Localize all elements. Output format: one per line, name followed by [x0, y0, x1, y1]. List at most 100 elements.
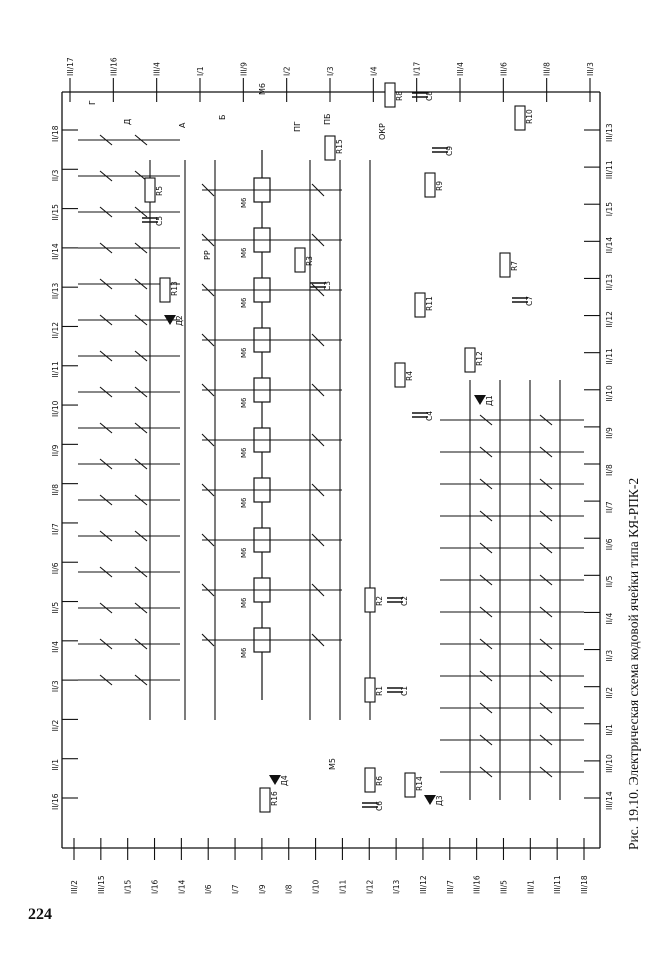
terminal-left-label: II/13 [51, 282, 60, 299]
component-label: C2 [400, 596, 409, 606]
resistor [364, 677, 376, 703]
terminal-left-label: II/6 [51, 562, 60, 574]
contact-switch [311, 383, 325, 397]
terminal-right-label: II/8 [605, 464, 614, 476]
resistor [414, 292, 426, 318]
component-label: C3 [323, 281, 332, 291]
terminal-left-label: II/11 [51, 361, 60, 378]
resistor [259, 787, 271, 813]
component-label: R9 [435, 181, 444, 191]
terminal-bottom-label: I/6 [204, 884, 213, 894]
terminal-right-label: II/10 [605, 385, 614, 402]
component-label: R15 [335, 139, 344, 154]
relay-label: М6 [258, 83, 267, 95]
resistor [324, 135, 336, 161]
terminal-right-label: II/4 [605, 612, 614, 624]
component-label: R2 [375, 596, 384, 606]
contact-switch [134, 350, 148, 362]
component-label: R10 [525, 109, 534, 124]
contact-switch [311, 233, 325, 247]
relay-coil-label: М6 [240, 447, 248, 458]
terminal-top-label: III/8 [543, 62, 552, 76]
relay-coil-label: М6 [240, 397, 248, 408]
contact-switch [479, 574, 493, 586]
contact-switch [201, 533, 215, 547]
terminal-left-label: II/1 [51, 759, 60, 771]
contact-switch [311, 183, 325, 197]
component-label: R8 [395, 91, 404, 101]
contact-switch [539, 702, 553, 714]
component-label: R16 [270, 791, 279, 806]
terminal-left-label: II/12 [51, 322, 60, 339]
resistor [464, 347, 476, 373]
contact-switch [201, 233, 215, 247]
contact-switch [134, 458, 148, 470]
component-label: C1 [400, 686, 409, 696]
contact-switch [479, 702, 493, 714]
resistor [364, 587, 376, 613]
relay-label: Д [123, 119, 132, 125]
contact-switch [134, 134, 148, 146]
contact-switch [539, 574, 553, 586]
contact-switch [311, 633, 325, 647]
relay-coil-label: М6 [240, 247, 248, 258]
contact-switch [134, 530, 148, 542]
diode [164, 315, 176, 325]
contact-switch [134, 242, 148, 254]
terminal-right-label: II/11 [605, 348, 614, 365]
terminal-bottom-label: I/11 [338, 879, 347, 894]
terminal-top-label: I/2 [283, 66, 292, 76]
resistor [394, 362, 406, 388]
terminal-right-label: II/1 [605, 724, 614, 736]
terminal-top-label: III/17 [66, 57, 75, 76]
terminal-left-label: II/10 [51, 400, 60, 417]
relay-label: ПГ [293, 121, 302, 132]
contact-switch [539, 542, 553, 554]
component-label: R14 [415, 776, 424, 791]
terminal-right-label: II/12 [605, 311, 614, 328]
terminal-top-label: III/3 [586, 62, 595, 76]
component-label: C7 [525, 296, 534, 306]
contact-switch [311, 283, 325, 297]
contact-switch [479, 766, 493, 778]
resistor [144, 177, 156, 203]
component-label: R13 [170, 281, 179, 296]
terminal-top-label: I/1 [196, 66, 205, 76]
terminal-left-label: II/8 [51, 484, 60, 496]
terminal-bottom-label: III/18 [580, 875, 589, 894]
page-number: 224 [28, 906, 52, 923]
relay-label: ПБ [323, 113, 332, 125]
component-label: R7 [510, 261, 519, 271]
resistor [514, 105, 526, 131]
component-label: R3 [305, 256, 314, 266]
terminal-bottom-label: III/16 [473, 875, 482, 894]
terminal-bottom-label: I/8 [285, 884, 294, 894]
resistor [294, 247, 306, 273]
component-label: C5 [155, 216, 164, 226]
diode [269, 775, 281, 785]
component-label: C9 [445, 146, 454, 156]
resistor [404, 772, 416, 798]
terminal-bottom-label: III/11 [553, 875, 562, 894]
contact-switch [539, 446, 553, 458]
terminal-top-label: I/3 [326, 66, 335, 76]
contact-switch [479, 542, 493, 554]
terminal-bottom-label: I/13 [392, 879, 401, 894]
contact-switch [99, 530, 113, 542]
component-label: R12 [475, 351, 484, 366]
terminal-bottom-label: III/15 [97, 875, 106, 894]
terminal-bottom-label: I/15 [124, 879, 133, 894]
diode [474, 395, 486, 405]
terminal-top-label: III/4 [456, 62, 465, 76]
contact-switch [201, 283, 215, 297]
contact-switch [99, 314, 113, 326]
component-label: C8 [425, 91, 434, 101]
contact-switch [99, 674, 113, 686]
terminal-right-label: III/10 [605, 754, 614, 773]
contact-switch [479, 446, 493, 458]
contact-switch [539, 766, 553, 778]
component-label: R11 [425, 296, 434, 311]
contact-switch [479, 734, 493, 746]
contact-switch [99, 170, 113, 182]
